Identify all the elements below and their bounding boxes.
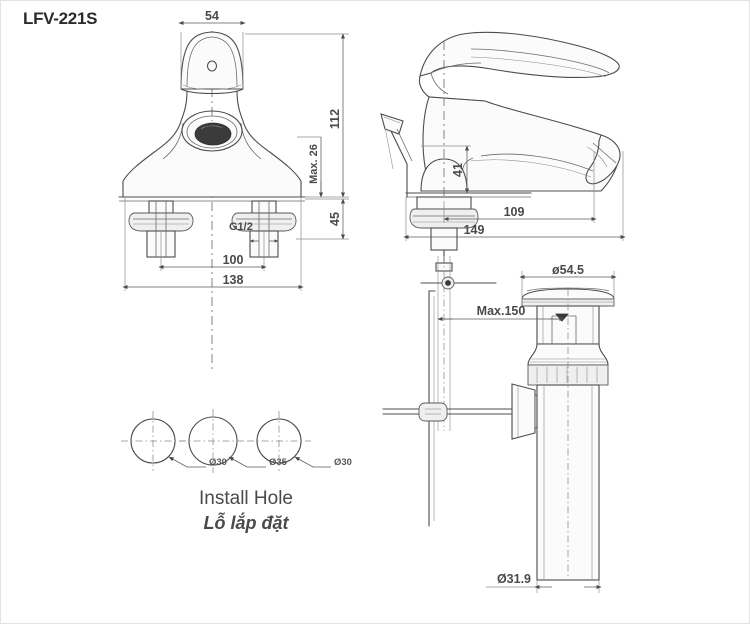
dim-tailpiece-diameter: Ø31.9 bbox=[486, 572, 602, 593]
hole1-label: Ø30 bbox=[209, 457, 227, 468]
dim100-label: 100 bbox=[223, 253, 244, 267]
lift-rod-knob-group bbox=[380, 113, 413, 198]
right-shank-collar bbox=[251, 200, 277, 214]
lever-stem-inner bbox=[430, 72, 449, 95]
drain-assembly-group: ø54.5 Max.150 Ø31.9 bbox=[382, 249, 617, 593]
install-hole-group: Ø30 Ø35 Ø30 bbox=[121, 409, 352, 473]
dim54-label: 54 bbox=[205, 9, 219, 23]
dim112-label: 112 bbox=[328, 109, 342, 129]
aerator-highlight bbox=[200, 125, 223, 130]
dim319-label: Ø31.9 bbox=[497, 572, 531, 586]
dim149-label: 149 bbox=[464, 223, 485, 237]
thread-callout: G1/2 bbox=[229, 221, 279, 243]
flange-rim bbox=[526, 287, 610, 292]
dim45-label: 45 bbox=[328, 212, 342, 226]
dim-spout-width: 54 bbox=[178, 9, 246, 89]
front-view-group: G1/2 54 112 Max. 26 bbox=[118, 9, 349, 371]
left-shank-assembly bbox=[128, 200, 194, 258]
dim-overall-depth: 149 bbox=[403, 151, 626, 241]
hole3-label: Ø30 bbox=[334, 457, 352, 468]
right-lock-nut bbox=[231, 212, 297, 232]
lift-rod-upper-2 bbox=[396, 128, 413, 162]
top-rod-pin bbox=[445, 280, 451, 286]
neck-right bbox=[236, 90, 244, 122]
dim-flange-diameter: ø54.5 bbox=[519, 263, 617, 301]
page-title: LFV-221S bbox=[23, 9, 98, 28]
left-shank-collar bbox=[148, 200, 174, 214]
dim109-label: 109 bbox=[504, 205, 525, 219]
dim545-label: ø54.5 bbox=[552, 263, 584, 277]
lever-handle bbox=[419, 31, 620, 78]
lift-rod-upper bbox=[390, 130, 408, 165]
pivot-nut-body bbox=[511, 383, 536, 440]
dim-total-height: 112 bbox=[245, 33, 349, 198]
install-hole-caption-vi: Lỗ lắp đặt bbox=[203, 513, 289, 533]
dim138-label: 138 bbox=[223, 273, 244, 287]
pivot-rod-clevis bbox=[418, 402, 448, 422]
spout-nose bbox=[585, 134, 621, 185]
dim41-label: 41 bbox=[451, 163, 465, 177]
aerator-face bbox=[194, 122, 232, 146]
handle-dome-inner bbox=[186, 36, 238, 88]
body-inner-curve-1 bbox=[480, 153, 594, 172]
lift-rod-hatch bbox=[384, 126, 394, 170]
dim-spout-height: 41 bbox=[421, 145, 471, 194]
knob-line-1 bbox=[383, 116, 401, 124]
handle-base-edge bbox=[180, 88, 244, 94]
side-shank bbox=[430, 227, 458, 251]
handle-screw-cap bbox=[206, 60, 218, 72]
thread-label: G1/2 bbox=[229, 221, 253, 233]
left-lock-nut bbox=[128, 212, 194, 232]
outlet-ring-mid bbox=[186, 115, 238, 149]
dim-spout-reach: 109 bbox=[443, 151, 597, 223]
outlet-ring-outer bbox=[181, 110, 243, 152]
clevis-strap bbox=[428, 290, 436, 527]
dim-shank-length: 45 bbox=[296, 198, 349, 240]
lever-crease-2 bbox=[470, 56, 607, 78]
dim-hole-spacing: 100 bbox=[158, 231, 267, 271]
hole2-leader bbox=[228, 456, 266, 468]
hole3-leader bbox=[294, 456, 331, 468]
spout-nose-edge bbox=[592, 142, 617, 164]
dim-max-deck: Max. 26 bbox=[297, 136, 324, 198]
dim-max-rod: Max.150 bbox=[437, 304, 565, 322]
side-view-group: 41 109 149 bbox=[380, 31, 626, 251]
dim-body-width: 138 bbox=[122, 197, 304, 291]
lever-crease-1 bbox=[470, 48, 610, 74]
dim26-label: Max. 26 bbox=[308, 144, 320, 184]
dim150-label: Max.150 bbox=[477, 304, 526, 318]
install-hole-caption-en: Install Hole bbox=[199, 488, 293, 509]
knurl-lines bbox=[536, 367, 598, 383]
lever-crease-3 bbox=[430, 62, 482, 74]
pivot-rod-group bbox=[382, 402, 514, 422]
neck-left bbox=[180, 90, 188, 122]
hole1-leader bbox=[168, 456, 206, 468]
handle-base-edge-2 bbox=[182, 84, 242, 90]
spout-nose-edge-2 bbox=[586, 146, 608, 168]
body-inner-curve-2 bbox=[470, 159, 592, 178]
